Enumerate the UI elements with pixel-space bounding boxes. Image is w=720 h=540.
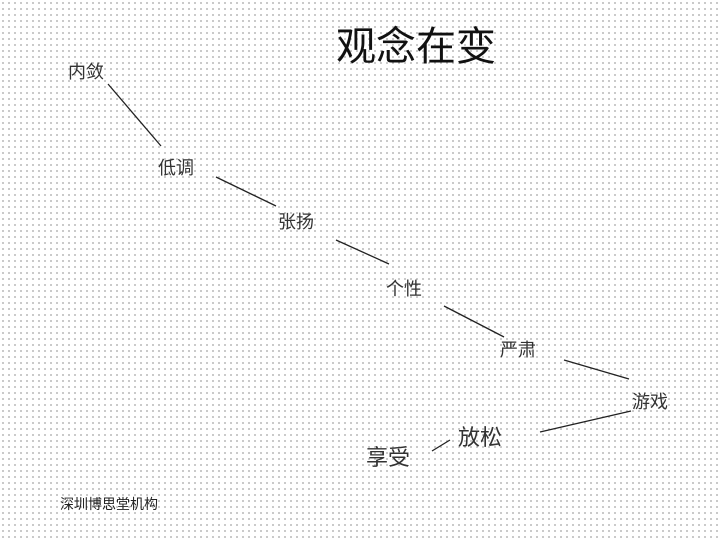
- connector-n6-n7: [539, 410, 632, 433]
- connector-n7-n8: [431, 439, 451, 452]
- slide-title: 观念在变: [336, 24, 496, 70]
- connector-n2-n3: [215, 176, 277, 207]
- connector-n3-n4: [335, 239, 390, 265]
- connector-n5-n6: [563, 359, 630, 380]
- node-neilian: 内敛: [68, 62, 104, 83]
- node-gexing: 个性: [386, 279, 422, 300]
- node-youxi: 游戏: [632, 392, 668, 413]
- footer-org-name: 深圳博思堂机构: [60, 497, 158, 513]
- connector-n1-n2: [107, 83, 162, 147]
- node-didiao: 低调: [158, 158, 194, 179]
- node-xiangshou: 享受: [366, 446, 411, 471]
- node-yansu: 严肃: [500, 340, 536, 361]
- node-zhangyang: 张扬: [278, 212, 314, 233]
- connector-n4-n5: [443, 305, 505, 338]
- node-fangsong: 放松: [458, 426, 503, 451]
